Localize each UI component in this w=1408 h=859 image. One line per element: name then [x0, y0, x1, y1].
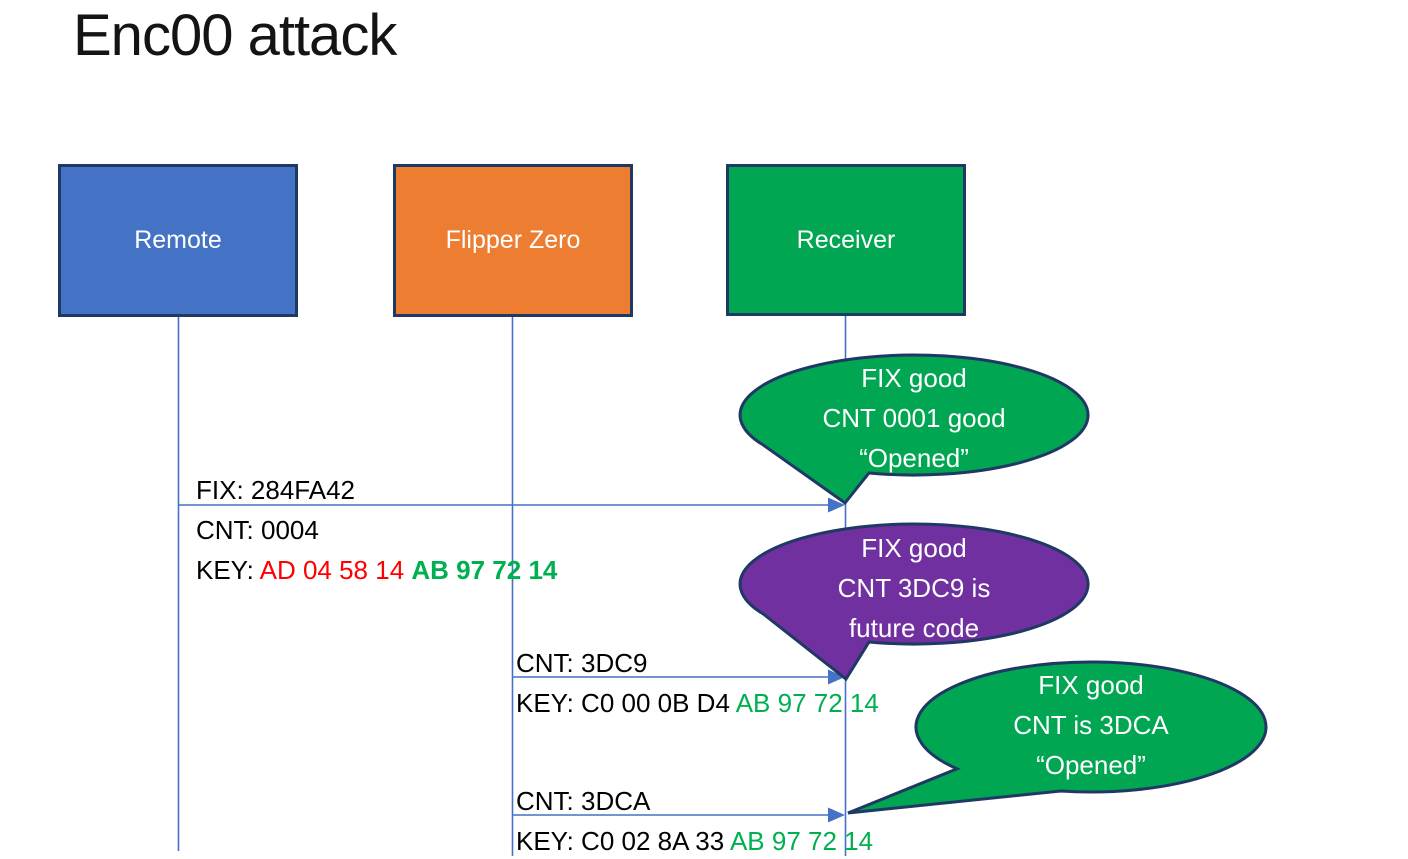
- actor-label-receiver: Receiver: [796, 225, 896, 254]
- cnt-value: CNT: 0004: [196, 515, 319, 545]
- callout-line: CNT 3DC9 is: [837, 573, 991, 603]
- callout-line: “Opened”: [859, 443, 969, 473]
- key-label: KEY: C0 00 0B D4: [516, 688, 736, 718]
- callout-line: “Opened”: [1036, 750, 1146, 780]
- key-changed-bytes: AD 04 58 14: [259, 555, 412, 585]
- page-title: Enc00 attack: [73, 3, 397, 68]
- key-fixed-bytes: AB 97 72 14: [729, 826, 874, 856]
- callout-line: CNT 0001 good: [822, 403, 1006, 433]
- callout-text-opened-2: FIX good CNT is 3DCA “Opened”: [921, 665, 1261, 785]
- cnt-value: CNT: 3DCA: [516, 786, 651, 816]
- callout-text-future-code: FIX good CNT 3DC9 is future code: [744, 528, 1084, 648]
- message-2-cnt: CNT: 3DC9: [516, 643, 879, 683]
- callout-bubble-opened-1: [738, 353, 1090, 506]
- arrowhead-icon: [828, 497, 845, 513]
- key-label: KEY: C0 02 8A 33: [516, 826, 730, 856]
- callout-text-opened-1: FIX good CNT 0001 good “Opened”: [744, 358, 1084, 478]
- message-3-key: KEY: C0 02 8A 33 AB 97 72 14: [516, 821, 873, 859]
- actor-label-flipper-zero: Flipper Zero: [445, 226, 581, 254]
- callout-line: CNT is 3DCA: [1013, 710, 1169, 740]
- message-3-cnt: CNT: 3DCA: [516, 781, 873, 821]
- callout-line: future code: [848, 613, 980, 643]
- callout-line: FIX good: [861, 363, 967, 393]
- message-1-cnt: CNT: 0004: [196, 510, 557, 550]
- actor-box-flipper-zero: Flipper Zero: [393, 164, 633, 317]
- key-label: KEY:: [196, 555, 260, 585]
- actor-label-remote: Remote: [134, 226, 222, 254]
- callout-bubble-opened-2: [847, 660, 1268, 815]
- callout-bubble-future-code: [738, 522, 1090, 682]
- key-fixed-bytes: AB 97 72 14: [735, 688, 879, 718]
- actor-box-receiver: Receiver: [726, 164, 966, 316]
- callout-line: FIX good: [1038, 670, 1144, 700]
- message-3-labels: CNT: 3DCA KEY: C0 02 8A 33 AB 97 72 14: [516, 781, 873, 859]
- message-1-key: KEY: AD 04 58 14 AB 97 72 14: [196, 550, 557, 590]
- arrowhead-icon: [828, 807, 845, 823]
- message-1-labels: FIX: 284FA42 CNT: 0004 KEY: AD 04 58 14 …: [196, 470, 557, 590]
- message-1-fix: FIX: 284FA42: [196, 470, 557, 510]
- actor-box-remote: Remote: [58, 164, 298, 317]
- message-2-key: KEY: C0 00 0B D4 AB 97 72 14: [516, 683, 879, 723]
- key-fixed-bytes: AB 97 72 14: [411, 555, 558, 585]
- fix-value: FIX: 284FA42: [196, 475, 355, 505]
- arrowhead-icon: [828, 669, 845, 685]
- callout-line: FIX good: [861, 533, 967, 563]
- message-2-labels: CNT: 3DC9 KEY: C0 00 0B D4 AB 97 72 14: [516, 643, 879, 723]
- cnt-value: CNT: 3DC9: [516, 648, 648, 678]
